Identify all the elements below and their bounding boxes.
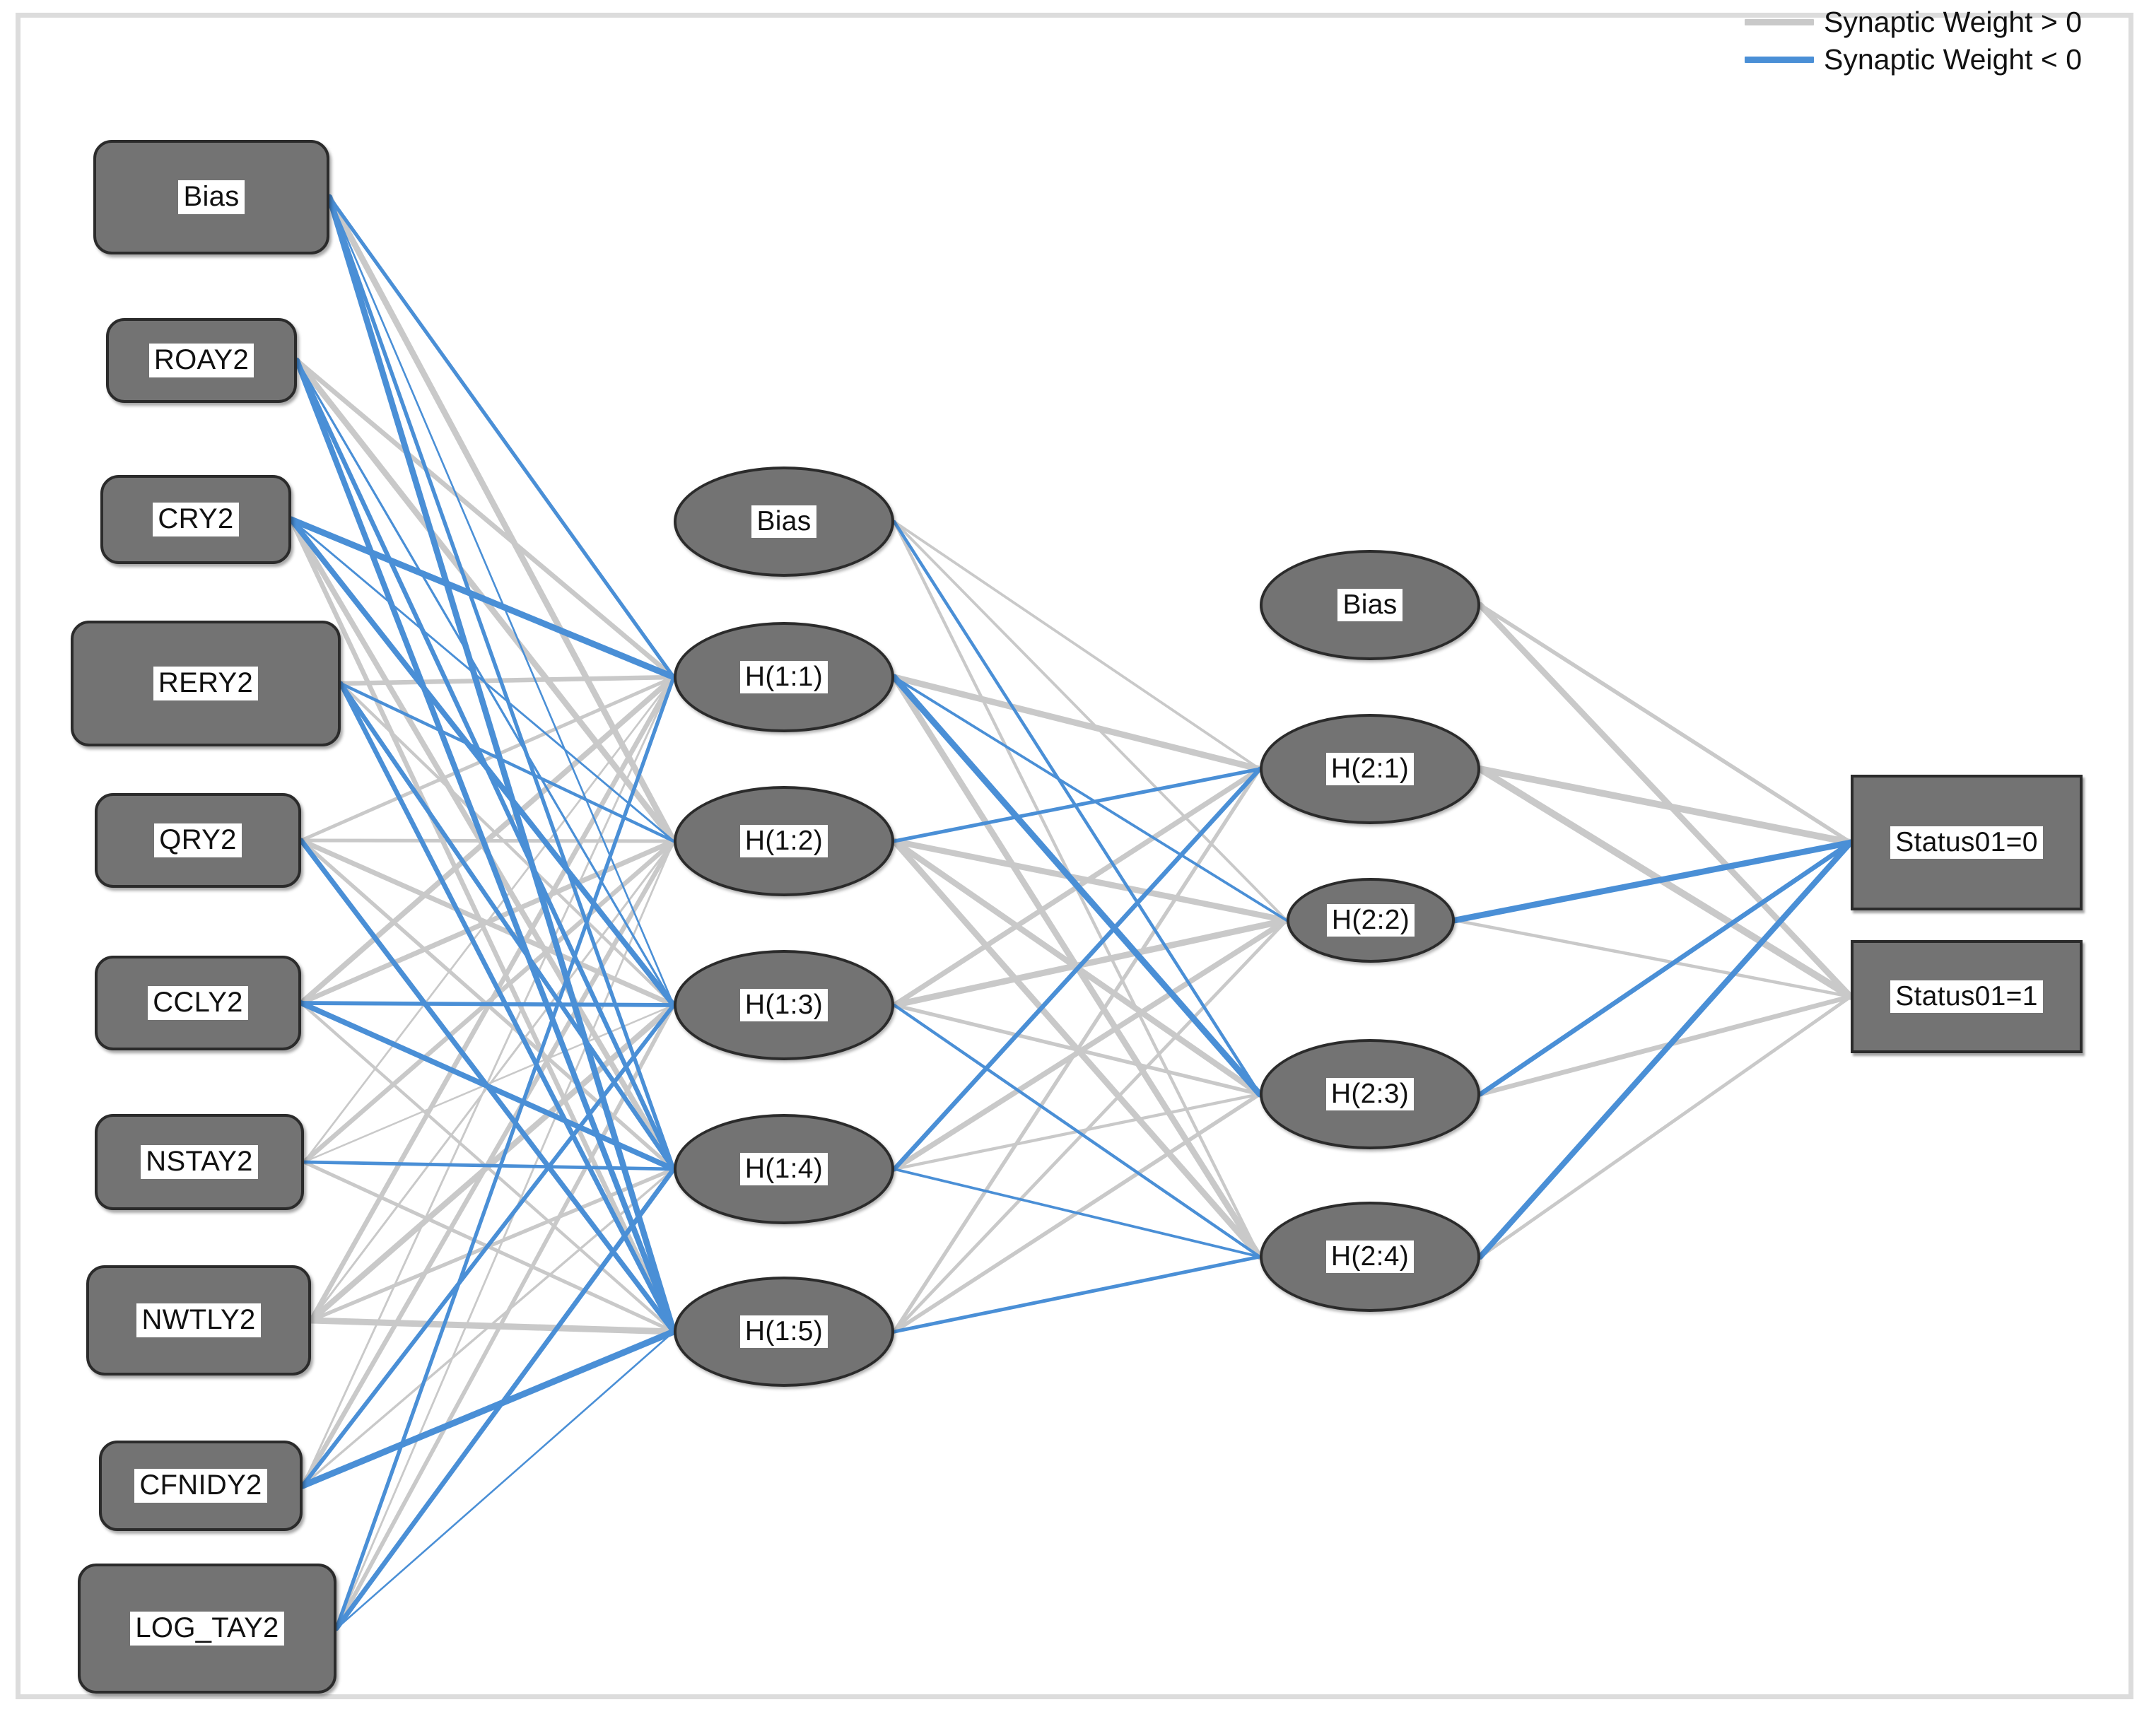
node-h2-1[interactable]: H(2:1) — [1260, 714, 1480, 824]
node-h2-2[interactable]: H(2:2) — [1287, 878, 1455, 963]
node-in-nstay2[interactable]: NSTAY2 — [95, 1114, 304, 1210]
node-label: Bias — [751, 505, 816, 539]
node-label: NSTAY2 — [141, 1145, 258, 1179]
node-label: H(2:3) — [1325, 1077, 1415, 1111]
node-label: RERY2 — [153, 667, 259, 700]
node-h2-4[interactable]: H(2:4) — [1260, 1202, 1480, 1312]
node-label: H(1:5) — [739, 1315, 828, 1349]
node-h1-4[interactable]: H(1:4) — [674, 1114, 894, 1224]
node-label: H(1:3) — [739, 988, 828, 1022]
node-label: H(1:2) — [739, 824, 828, 858]
node-h2-bias[interactable]: Bias — [1260, 550, 1480, 660]
node-label: H(2:4) — [1325, 1240, 1415, 1274]
node-label: H(1:1) — [739, 660, 828, 694]
node-in-rery2[interactable]: RERY2 — [71, 621, 341, 746]
node-label: LOG_TAY2 — [130, 1612, 284, 1646]
node-label: ROAY2 — [148, 344, 254, 377]
node-label: CFNIDY2 — [134, 1469, 267, 1503]
node-h1-bias[interactable]: Bias — [674, 467, 894, 577]
node-in-qry2[interactable]: QRY2 — [95, 793, 301, 888]
node-in-cry2[interactable]: CRY2 — [100, 475, 291, 564]
node-label: H(2:2) — [1326, 903, 1415, 937]
node-out-0[interactable]: Status01=0 — [1851, 775, 2083, 910]
node-label: QRY2 — [154, 823, 242, 857]
negative-weight-swatch-icon — [1745, 57, 1814, 63]
canvas-frame — [16, 13, 2133, 1699]
node-label: CCLY2 — [148, 986, 248, 1020]
legend: Synaptic Weight > 0 Synaptic Weight < 0 — [1745, 6, 2141, 76]
legend-label-negative: Synaptic Weight < 0 — [1824, 43, 2083, 76]
node-h1-2[interactable]: H(1:2) — [674, 786, 894, 896]
node-label: Bias — [178, 180, 245, 214]
node-h1-1[interactable]: H(1:1) — [674, 622, 894, 732]
legend-item-negative-weight: Synaptic Weight < 0 — [1745, 43, 2141, 76]
node-h1-5[interactable]: H(1:5) — [674, 1277, 894, 1387]
node-label: H(1:4) — [739, 1152, 828, 1186]
node-in-cfnidy2[interactable]: CFNIDY2 — [99, 1441, 303, 1531]
node-in-ccly2[interactable]: CCLY2 — [95, 956, 301, 1050]
node-h2-3[interactable]: H(2:3) — [1260, 1039, 1480, 1149]
legend-label-positive: Synaptic Weight > 0 — [1824, 6, 2083, 38]
legend-item-positive-weight: Synaptic Weight > 0 — [1745, 6, 2141, 39]
node-in-nwtly2[interactable]: NWTLY2 — [86, 1265, 311, 1376]
node-label: Status01=1 — [1890, 980, 2043, 1014]
node-label: Status01=0 — [1890, 826, 2043, 860]
positive-weight-swatch-icon — [1745, 19, 1814, 25]
node-label: H(2:1) — [1325, 752, 1415, 786]
node-out-1[interactable]: Status01=1 — [1851, 940, 2083, 1053]
node-in-bias[interactable]: Bias — [93, 140, 329, 254]
node-in-roay2[interactable]: ROAY2 — [106, 318, 297, 403]
node-h1-3[interactable]: H(1:3) — [674, 950, 894, 1060]
node-label: Bias — [1337, 588, 1403, 622]
node-label: CRY2 — [153, 503, 239, 536]
node-in-logtay2[interactable]: LOG_TAY2 — [78, 1564, 336, 1694]
node-label: NWTLY2 — [136, 1303, 261, 1337]
